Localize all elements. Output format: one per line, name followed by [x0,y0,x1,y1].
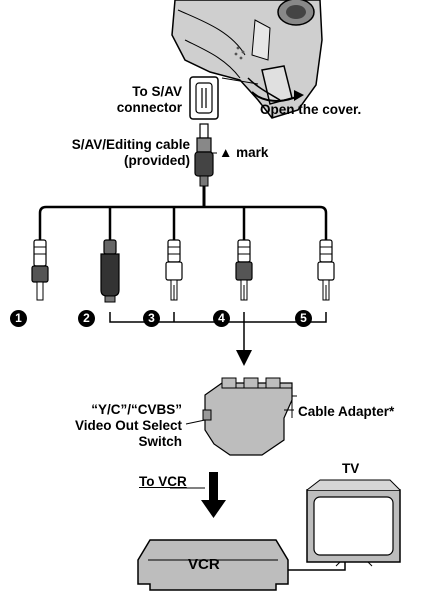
sav-connector-illustration [189,76,219,120]
arrow-down-to-vcr-icon [201,472,226,518]
tv-label: TV [342,461,360,476]
open-cover-label: Open the cover. [260,102,362,117]
vcr-label: VCR [188,556,220,573]
to-sav-connector-label: To S/AV connector [92,84,182,116]
vcr-tv-cable [288,560,346,571]
mark-text: mark [236,145,269,160]
tv-illustration [306,479,401,567]
to-sav-line2: connector [116,100,182,115]
sav-cable-plug [194,123,217,207]
plug-number-4: 4 [213,310,230,327]
switch-line2: Video Out Select [74,418,182,433]
plug-number-2: 2 [78,310,95,327]
plug-5-rca-white [317,239,335,301]
plug-1-audio-mini [31,239,49,301]
cable-line1: S/AV/Editing cable [71,137,190,152]
plug-number-1: 1 [10,310,27,327]
camcorder-illustration [171,0,323,119]
vcr-illustration [137,539,289,591]
cable-adapter-illustration [185,377,297,456]
plug-2-svideo [100,239,120,303]
arrow-down-icon [236,350,252,366]
plug-number-3: 3 [143,310,160,327]
triangle-mark-icon: ▲ [219,145,233,160]
plug-4-rca-dark [235,239,253,301]
video-out-switch-label: “Y/C”/“CVBS” Video Out Select Switch [20,402,182,450]
cable-adapter-label: Cable Adapter* [298,404,395,419]
cable-label: S/AV/Editing cable (provided) [45,137,190,169]
cable-line2: (provided) [124,153,190,168]
to-sav-line1: To S/AV [132,84,182,99]
plug-number-5: 5 [295,310,312,327]
switch-line1: “Y/C”/“CVBS” [91,402,182,417]
to-vcr-label: To VCR [139,474,187,489]
cable-split-lines [38,205,328,240]
plug-3-rca-white [165,239,183,301]
mark-label: ▲ mark [219,145,268,161]
switch-line3: Switch [138,434,182,449]
